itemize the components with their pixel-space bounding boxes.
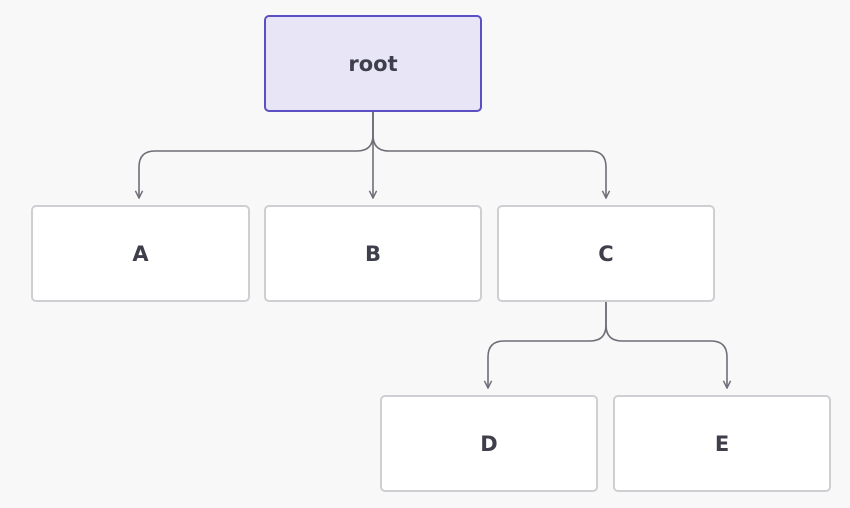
node-d: D <box>380 395 598 492</box>
node-c: C <box>497 205 715 302</box>
node-e: E <box>613 395 831 492</box>
node-a: A <box>31 205 250 302</box>
edge-c-d <box>488 302 607 388</box>
node-a-label: A <box>132 241 149 266</box>
node-b: B <box>264 205 482 302</box>
node-e-label: E <box>714 431 730 456</box>
edge-root-c <box>372 112 606 198</box>
node-c-label: C <box>598 241 614 266</box>
node-d-label: D <box>480 431 498 456</box>
edge-c-e <box>605 302 727 388</box>
node-root: root <box>264 15 482 112</box>
edge-root-a <box>139 112 374 198</box>
node-root-label: root <box>348 51 398 76</box>
node-b-label: B <box>364 241 381 266</box>
